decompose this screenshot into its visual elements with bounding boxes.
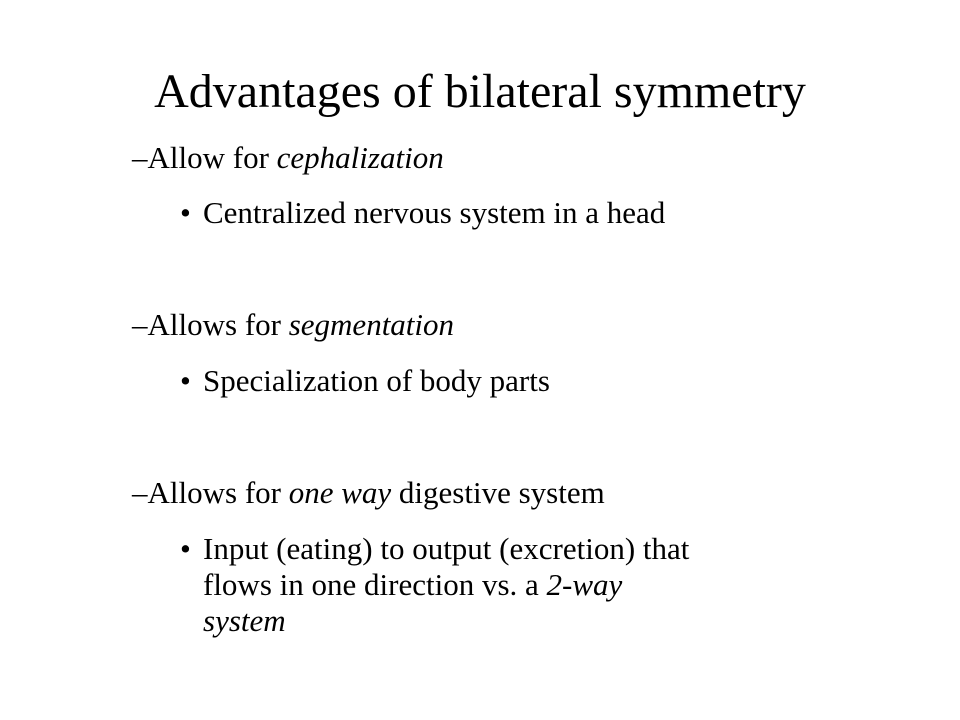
subpoint-3-text-d: system [203,603,286,638]
subpoint-3-line-1: • Input (eating) to output (excretion) th… [180,531,689,567]
point-1-text-b: cephalization [276,140,444,175]
subpoint-3-text-c: 2-way [546,567,623,602]
bullet-marker: • [180,363,191,398]
subpoint-3-text-a: Input (eating) to output (excretion) tha… [203,531,690,566]
subpoint-2: • Specialization of body parts [180,363,550,399]
dash-marker: – [132,475,148,510]
bullet-marker: • [180,195,191,230]
dash-marker: – [132,140,148,175]
point-3-text-b: one way [288,475,392,510]
subpoint-2-text: Specialization of body parts [203,363,550,398]
subpoint-1-text: Centralized nervous system in a head [203,195,666,230]
point-2: –Allows for segmentation [132,307,454,343]
dash-marker: – [132,307,148,342]
point-3: –Allows for one way digestive system [132,475,605,511]
subpoint-3-text-b: flows in one direction vs. a [203,567,547,602]
slide-title: Advantages of bilateral symmetry [154,65,806,118]
subpoint-1: • Centralized nervous system in a head [180,195,665,231]
point-3-text-c: digestive system [391,475,605,510]
bullet-marker: • [180,531,191,566]
point-1: –Allow for cephalization [132,140,444,176]
point-1-text-a: Allow for [147,140,277,175]
point-2-text-b: segmentation [288,307,455,342]
point-2-text-a: Allows for [147,307,289,342]
point-3-text-a: Allows for [147,475,289,510]
subpoint-3-line-3: system [203,603,286,639]
subpoint-3-line-2: flows in one direction vs. a 2-way [203,567,622,603]
